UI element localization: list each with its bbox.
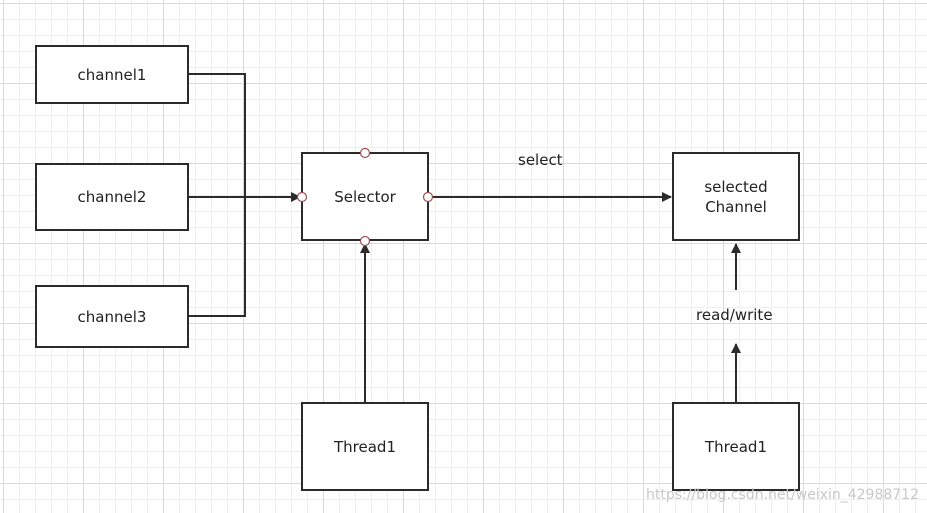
thread-left-box[interactable]: Thread1	[301, 402, 429, 491]
channel1-connector	[188, 73, 246, 197]
channel3-connector	[188, 197, 246, 317]
selector-port-bottom	[359, 235, 371, 247]
read-write-edge-label: read/write	[696, 306, 773, 324]
thread-left-label: Thread1	[334, 437, 396, 456]
selected-channel-box[interactable]: selected Channel	[672, 152, 800, 241]
selector-port-left	[296, 191, 308, 203]
selector-port-right	[422, 191, 434, 203]
channel2-label: channel2	[77, 188, 147, 206]
channel1-box[interactable]: channel1	[35, 45, 189, 104]
channel1-label: channel1	[77, 65, 147, 84]
selector-port-top	[359, 147, 371, 159]
selected-channel-line2: Channel	[705, 197, 767, 216]
selector-label: Selector	[334, 187, 396, 206]
channel3-box[interactable]: channel3	[35, 285, 189, 348]
select-edge-label: select	[518, 151, 563, 169]
selected-channel-line1: selected	[704, 177, 768, 196]
channel3-label: channel3	[77, 307, 147, 326]
thread-right-box[interactable]: Thread1	[672, 402, 800, 491]
channel2-box[interactable]: channel2	[35, 163, 189, 231]
thread-right-label: Thread1	[705, 437, 767, 456]
watermark: https://blog.csdn.net/weixin_42988712	[645, 487, 919, 503]
